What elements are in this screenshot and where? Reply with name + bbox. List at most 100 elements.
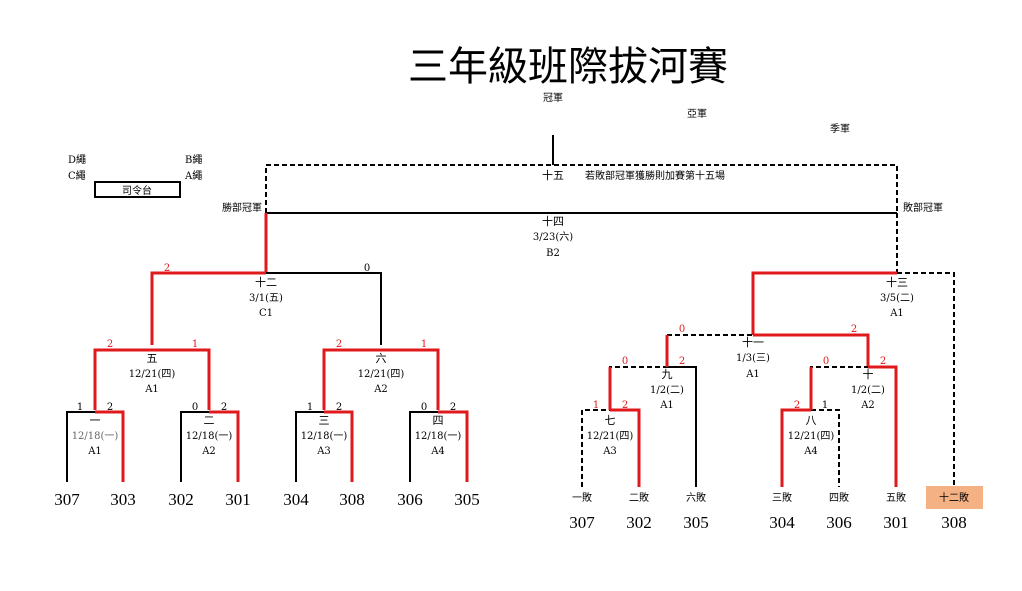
match-4-no: 四 [433, 414, 444, 427]
loss-slot-label: 三敗 [772, 491, 792, 504]
match-3-score-right: 2 [336, 402, 342, 413]
match-10-rope: A2 [860, 400, 875, 411]
match-11-no: 十一 [742, 335, 764, 349]
match-13-date: 3/5(二) [880, 293, 914, 304]
match-6-no: 六 [376, 352, 387, 365]
match-6-right-arm [381, 348, 440, 410]
match-11-rope: A1 [745, 369, 760, 380]
match-7-rope: A3 [602, 446, 617, 457]
stage-box [94, 181, 181, 198]
match-14-rope: B2 [546, 248, 560, 259]
match-12-left-arm [150, 271, 266, 345]
loss-slot-label: 十二敗 [939, 491, 969, 504]
match-15-no: 十五 [542, 168, 564, 182]
match-2-right-arm [209, 410, 240, 482]
match-1-score-right: 2 [107, 402, 113, 413]
team-label: 303 [110, 490, 136, 509]
match-4-rope: A4 [430, 446, 445, 457]
match-4-score-left: 0 [421, 402, 427, 413]
match-7-score-left: 1 [593, 400, 599, 411]
match-4-score-right: 2 [450, 402, 456, 413]
champion-label: 冠軍 [543, 92, 563, 104]
match-5-left-arm [93, 348, 152, 410]
match-1-no: 一 [90, 414, 101, 427]
match-10-date: 1/2(二) [851, 385, 885, 396]
match-13-right-arm [897, 272, 955, 487]
team-label: 305 [454, 490, 480, 509]
team-label: 304 [283, 490, 309, 509]
match-9-no: 九 [662, 368, 673, 381]
match-6-rope: A2 [373, 384, 388, 395]
match-5-rope: A1 [144, 384, 159, 395]
match-3-left-arm [295, 411, 324, 482]
winner-champion-label: 勝部冠軍 [222, 201, 262, 214]
match-12-date: 3/1(五) [249, 293, 283, 304]
match-8-date: 12/21(四) [788, 431, 835, 442]
match-9-score-left: 0 [622, 356, 628, 367]
match-3-no: 三 [319, 414, 330, 427]
match-14-date: 3/23(六) [533, 231, 573, 243]
team-label: 308 [941, 513, 967, 532]
loss-slot-label: 五敗 [886, 491, 906, 504]
team-label: 301 [883, 513, 909, 532]
match-15-note: 若敗部冠軍獲勝則加賽第十五場 [585, 169, 725, 182]
match-2-rope: A2 [201, 446, 216, 457]
match-10-score-right: 2 [880, 356, 886, 367]
match-12-no: 十二 [255, 275, 277, 289]
page-title: 三年級班際拔河賽 [408, 44, 728, 90]
highlight-slot-box [926, 486, 983, 509]
match-4-left-arm [409, 411, 438, 482]
match-3-rope: A3 [316, 446, 331, 457]
match-9-date: 1/2(二) [650, 385, 684, 396]
match-13-no: 十三 [886, 275, 908, 289]
team-label: 306 [397, 490, 423, 509]
match-12-right-arm [266, 272, 382, 345]
match-5-right-arm [152, 348, 211, 410]
match-8-rope: A4 [803, 446, 818, 457]
third-place-label: 季軍 [830, 123, 850, 135]
match-2-left-arm [180, 411, 209, 482]
loser-champion-label: 敗部冠軍 [903, 201, 943, 214]
match-8-score-right: 1 [822, 400, 828, 411]
team-label: 306 [826, 513, 852, 532]
match-5-score-left: 2 [107, 339, 113, 350]
match-2-score-right: 2 [221, 402, 227, 413]
match-11-score-left: 0 [679, 324, 685, 335]
match-6-score-right: 1 [421, 339, 427, 350]
loss-slot-label: 四敗 [829, 491, 849, 504]
match-4-right-arm [438, 410, 469, 482]
match-8-score-left: 2 [794, 400, 800, 411]
match-12-score-left: 2 [164, 263, 170, 274]
rope-a-label: A繩 [184, 169, 202, 182]
match-4-date: 12/18(一) [415, 431, 462, 442]
match-7-left-arm [581, 409, 610, 487]
match-3-date: 12/18(一) [301, 431, 348, 442]
team-label: 302 [626, 513, 652, 532]
loss-slot-label: 一敗 [572, 491, 592, 504]
match-12-score-right: 0 [364, 263, 370, 274]
team-label: 302 [168, 490, 194, 509]
match-2-no: 二 [204, 414, 215, 427]
match-10-right-arm [868, 365, 898, 487]
rope-d-label: D繩 [68, 153, 86, 166]
match-15-bracket [265, 164, 898, 213]
team-label: 308 [339, 490, 365, 509]
match-6-date: 12/21(四) [358, 369, 405, 380]
match-8-no: 八 [806, 414, 817, 427]
match-6-score-left: 2 [336, 339, 342, 350]
match-9-score-right: 2 [679, 356, 685, 367]
match-10-no: 十 [863, 367, 874, 381]
match-2-score-left: 0 [192, 402, 198, 413]
match-14-no: 十四 [542, 214, 564, 228]
match-1-score-left: 1 [77, 402, 83, 413]
loss-slot-label: 六敗 [686, 491, 706, 504]
match-8-right-arm [811, 409, 840, 487]
match-7-no: 七 [605, 414, 616, 427]
match-2-date: 12/18(一) [186, 431, 233, 442]
team-label: 301 [225, 490, 251, 509]
match-1-left-arm [66, 411, 95, 482]
match-5-no: 五 [147, 352, 158, 365]
match-1-right-arm [95, 410, 125, 482]
rope-c-label: C繩 [68, 169, 86, 182]
